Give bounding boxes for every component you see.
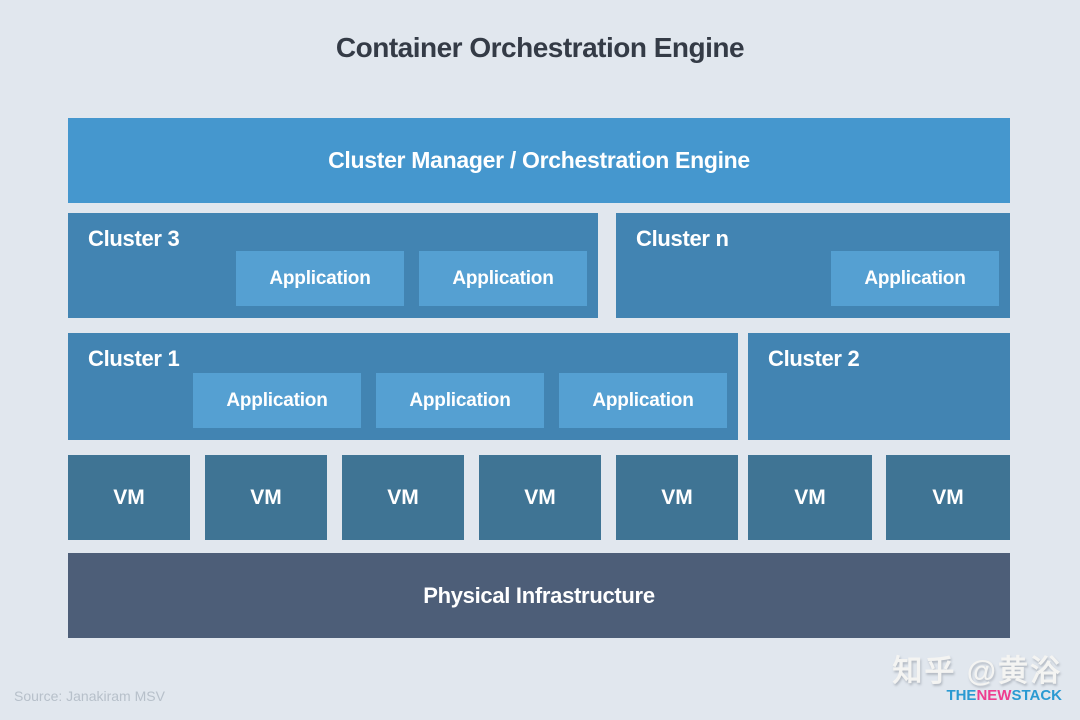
- cluster-3-label: Cluster 3: [88, 226, 180, 251]
- vm-box: VM: [205, 455, 327, 540]
- logo-the: THE: [946, 687, 977, 704]
- cluster-3-applications: Application Application: [236, 251, 587, 306]
- orchestration-diagram: Cluster Manager / Orchestration Engine C…: [68, 118, 1010, 638]
- vm-box: VM: [342, 455, 464, 540]
- application-box: Application: [559, 373, 727, 428]
- vm-box: VM: [68, 455, 190, 540]
- cluster-1-label: Cluster 1: [88, 346, 180, 371]
- zhihu-watermark-text: 知乎 @黄浴: [892, 655, 1062, 688]
- cluster-3-box: Cluster 3 Application Application: [68, 213, 598, 318]
- cluster-n-box: Cluster n Application: [616, 213, 1010, 318]
- vm-row: VM VM VM VM VM VM VM: [68, 455, 1010, 540]
- application-box: Application: [831, 251, 999, 306]
- cluster-n-applications: Application: [831, 251, 999, 306]
- physical-infrastructure-label: Physical Infrastructure: [423, 582, 655, 608]
- cluster-1-applications: Application Application Application: [193, 373, 727, 428]
- page-title: Container Orchestration Engine: [335, 32, 745, 63]
- cluster-1-box: Cluster 1 Application Application Applic…: [68, 333, 738, 440]
- application-box: Application: [419, 251, 587, 306]
- vm-box: VM: [479, 455, 601, 540]
- application-box: Application: [193, 373, 361, 428]
- logo-stack: STACK: [1011, 687, 1062, 704]
- cluster-2-box: Cluster 2: [748, 333, 1010, 440]
- cluster-2-label: Cluster 2: [768, 346, 860, 371]
- vm-box: VM: [616, 455, 738, 540]
- logo-new: NEW: [976, 687, 1012, 704]
- application-box: Application: [236, 251, 404, 306]
- physical-infrastructure-bar: Physical Infrastructure: [68, 553, 1010, 638]
- cluster-manager-label: Cluster Manager / Orchestration Engine: [328, 147, 750, 173]
- cluster-manager-bar: Cluster Manager / Orchestration Engine: [68, 118, 1010, 203]
- application-box: Application: [376, 373, 544, 428]
- vm-box: VM: [886, 455, 1010, 540]
- cluster-n-label: Cluster n: [636, 226, 729, 251]
- thenewstack-logo: THENEWSTACK: [892, 687, 1062, 705]
- source-attribution: Source: Janakiram MSV: [14, 688, 165, 704]
- watermark: 知乎 @黄浴 THENEWSTACK: [892, 655, 1062, 705]
- vm-box: VM: [748, 455, 872, 540]
